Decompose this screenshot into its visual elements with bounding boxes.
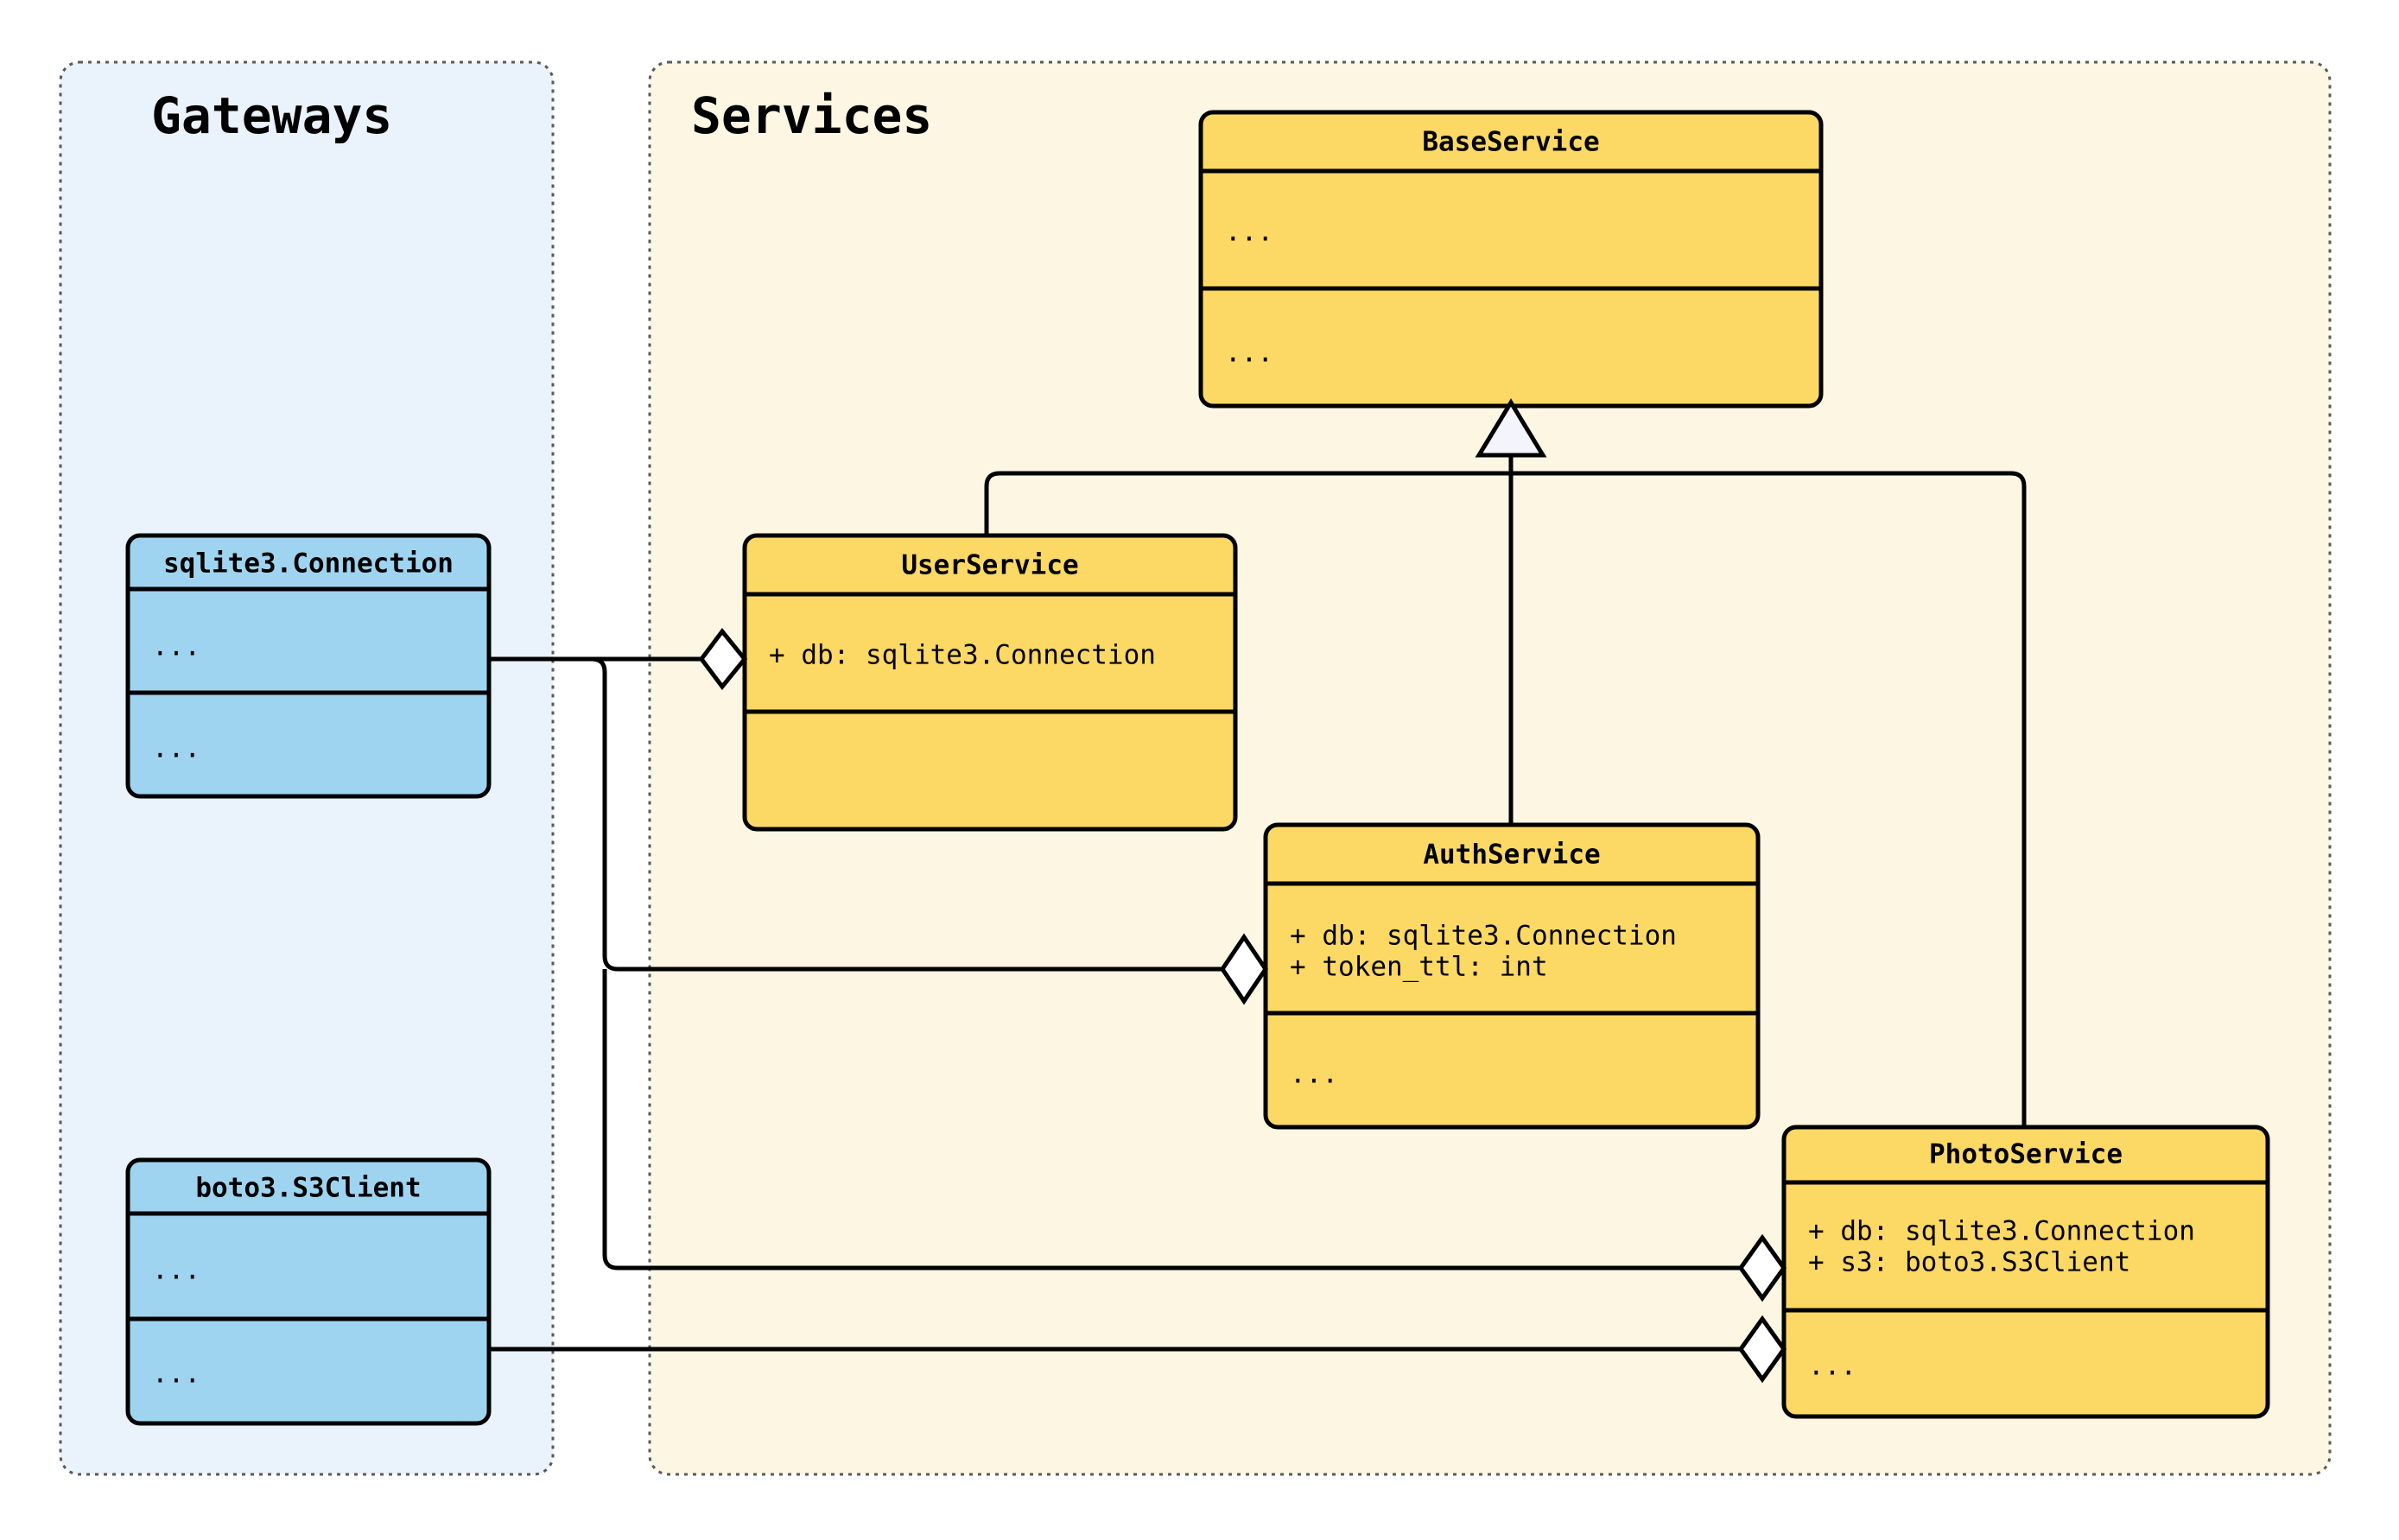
auth-service-attribute-1: + token_ttl: int: [1290, 952, 1548, 983]
auth-service-rect: [1263, 822, 1761, 1130]
base-service-title: BaseService: [1422, 127, 1599, 158]
photo-service-attribute-0: + db: sqlite3.Connection: [1808, 1216, 2195, 1247]
user-service-attribute-0: + db: sqlite3.Connection: [769, 640, 1156, 671]
aggregation-diamond-icon-auth-service: [1219, 933, 1269, 1005]
services-panel-rect: [648, 60, 2332, 1476]
user-service-rect: [742, 533, 1238, 832]
edge-inheritance-bus[interactable]: [984, 432, 2027, 1127]
auth-service-title: AuthService: [1423, 840, 1600, 871]
package-services[interactable]: Services: [648, 60, 2332, 1476]
class-box-photo-service[interactable]: PhotoService + db: sqlite3.Connection + …: [1781, 1125, 2270, 1419]
auth-service-attribute-0: + db: sqlite3.Connection: [1290, 921, 1677, 952]
aggregation-diamond-icon-photo-service-s3: [1737, 1315, 1787, 1384]
boto3-s3client-attribute-0: ...: [152, 1255, 200, 1286]
sqlite3-connection-rect: [125, 533, 492, 799]
boto3-s3client-method-0: ...: [152, 1359, 200, 1390]
auth-service-method-0: ...: [1290, 1059, 1338, 1090]
sqlite3-connection-attribute-0: ...: [152, 631, 200, 662]
aggregation-bus-connection-down: [489, 656, 1222, 972]
photo-service-method-0: ...: [1808, 1351, 1856, 1382]
sqlite3-connection-title: sqlite3.Connection: [163, 548, 454, 580]
aggregation-bus-connection-to-photo: [602, 969, 1741, 1271]
photo-service-title: PhotoService: [1929, 1139, 2123, 1170]
user-service-title: UserService: [901, 550, 1078, 581]
class-box-sqlite3-connection[interactable]: sqlite3.Connection ... ...: [125, 533, 492, 799]
inheritance-branch-to-user: [984, 471, 1511, 536]
inheritance-triangle-icon: [1475, 398, 1547, 458]
class-box-base-service[interactable]: BaseService ... ...: [1198, 110, 1824, 409]
boto3-s3client-rect: [125, 1157, 492, 1426]
class-box-user-service[interactable]: UserService + db: sqlite3.Connection: [742, 533, 1238, 832]
sqlite3-connection-method-0: ...: [152, 733, 200, 764]
services-panel-title: Services: [691, 86, 932, 145]
base-service-method-0: ...: [1225, 338, 1273, 369]
inheritance-branch-to-photo: [1511, 471, 2027, 1127]
photo-service-attribute-1: + s3: boto3.S3Client: [1808, 1247, 2130, 1278]
edge-connection-bus[interactable]: [489, 656, 1741, 1271]
base-service-attribute-0: ...: [1225, 217, 1273, 248]
aggregation-diamond-icon-photo-service-db: [1737, 1233, 1787, 1302]
gateways-panel-title: Gateways: [151, 86, 392, 145]
photo-service-rect: [1781, 1125, 2270, 1419]
boto3-s3client-title: boto3.S3Client: [195, 1173, 421, 1204]
aggregation-diamond-icon-user-service: [698, 627, 748, 691]
class-box-boto3-s3client[interactable]: boto3.S3Client ... ...: [125, 1157, 492, 1426]
class-box-auth-service[interactable]: AuthService + db: sqlite3.Connection + t…: [1263, 822, 1761, 1130]
